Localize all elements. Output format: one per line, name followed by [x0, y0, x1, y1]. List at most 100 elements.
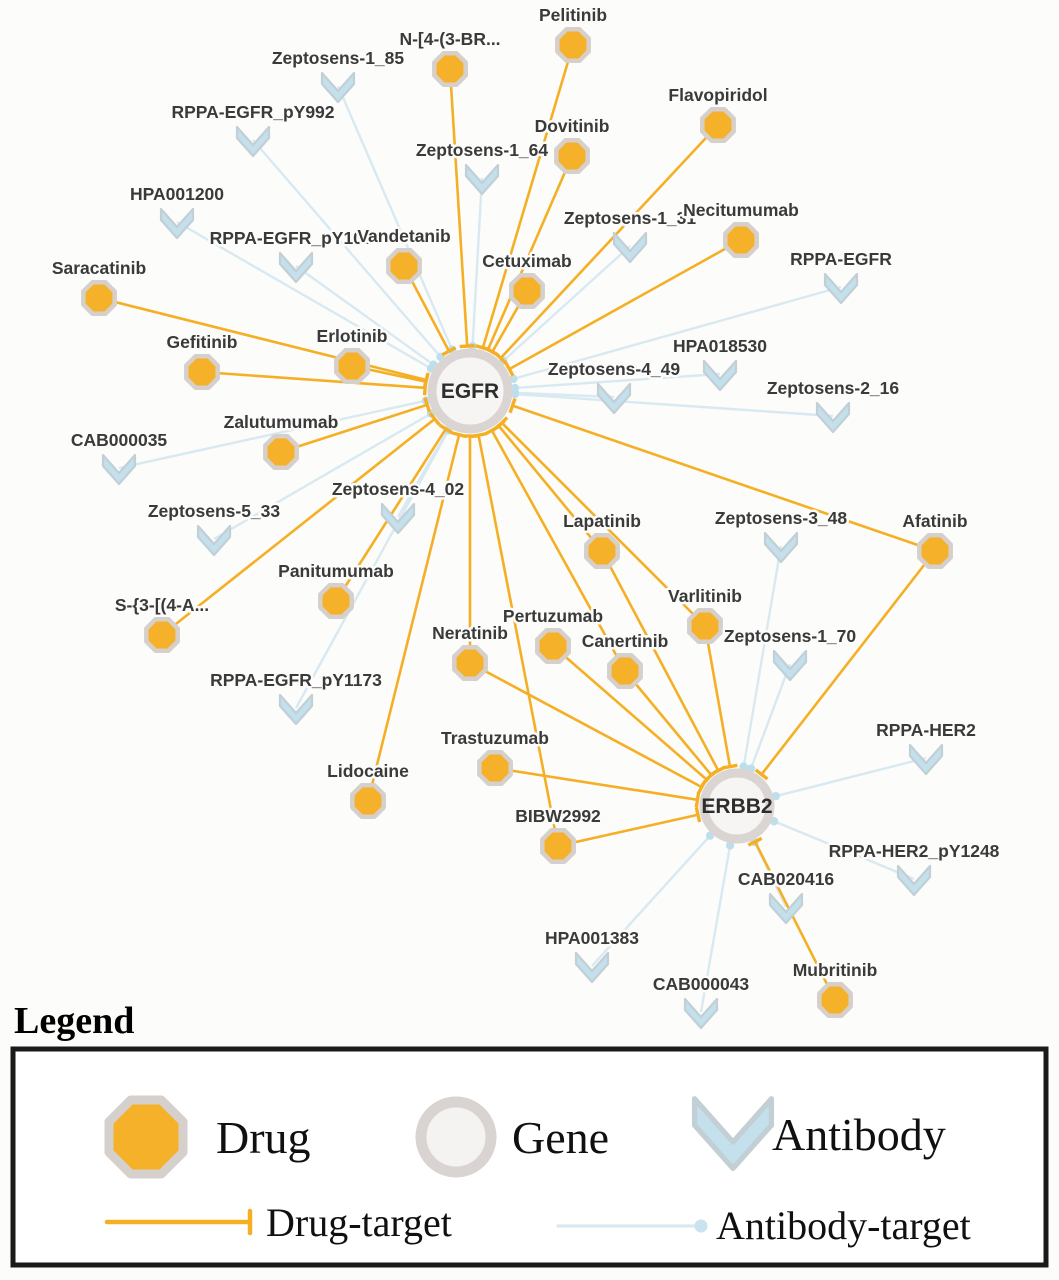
antibody-target-edge — [773, 820, 915, 881]
drug-label-trastuzumab: Trastuzumab — [441, 728, 549, 748]
antibody-target-edge — [513, 285, 842, 381]
drug-node-canertinib — [607, 653, 643, 689]
drug-target-edge-tee — [441, 346, 457, 357]
drug-target-edge — [481, 44, 575, 349]
drug-target-edge — [280, 403, 428, 454]
drug-node-panitumumab — [318, 583, 354, 619]
drug-node-neratinib — [452, 645, 488, 681]
antibody-label-rppa-egfr_py1173: RPPA-EGFR_pY1173 — [210, 670, 382, 690]
legend-gene-label: Gene — [512, 1112, 609, 1163]
drug-node-vandetanib — [386, 248, 422, 284]
drug-target-edge-tee — [484, 346, 500, 358]
antibody-target-edge — [118, 399, 427, 470]
antibody-label-hpa001200: HPA001200 — [130, 184, 224, 204]
drug-node-erlotinib — [334, 348, 370, 384]
antibody-target-edge — [591, 834, 712, 967]
drug-target-edge — [486, 155, 574, 351]
drug-target-edge — [512, 404, 936, 553]
legend-antibody-target-dot — [694, 1219, 708, 1233]
drug-target-edge — [490, 429, 627, 672]
drug-node-afatinib — [917, 533, 953, 569]
legend-gene-icon — [415, 1096, 497, 1178]
drug-target-edge-tee — [508, 397, 517, 414]
drug-target-edge — [469, 661, 703, 789]
drug-target-edge-tee — [754, 768, 769, 781]
gene-node-erbb2 — [699, 768, 775, 844]
antibody-node-zeptosens-3_48 — [763, 531, 799, 564]
antibody-node-zeptosens-1_31 — [612, 231, 648, 264]
antibody-label-rppa-her2: RPPA-HER2 — [876, 720, 976, 740]
drug-label-necitumumab: Necitumumab — [683, 200, 799, 220]
drug-target-edge — [98, 296, 427, 382]
drug-label-saracatinib: Saracatinib — [52, 258, 146, 278]
drug-node-necitumumab — [723, 222, 759, 258]
drug-target-edge — [703, 625, 732, 767]
nodes-layer — [81, 27, 953, 1030]
antibody-target-edge-dot — [510, 389, 520, 399]
legend-drug-target-label: Drug-target — [266, 1200, 452, 1245]
drug-target-edge — [623, 670, 713, 777]
legend-title: Legend — [14, 1000, 134, 1042]
drug-node-dovitinib — [554, 138, 590, 174]
antibody-target-edge — [514, 392, 834, 418]
drug-label-gefitinib: Gefitinib — [167, 332, 238, 352]
drug-node-cetuximab — [509, 273, 545, 309]
antibody-node-zeptosens-4_02 — [380, 502, 416, 535]
drug-label-zalutumumab: Zalutumumab — [224, 412, 339, 432]
antibody-node-hpa001200 — [159, 207, 195, 240]
legend-antibody-target-label: Antibody-target — [716, 1203, 971, 1248]
antibody-target-edge — [699, 845, 732, 1013]
drug-label-bibw2992: BIBW2992 — [515, 806, 601, 826]
antibody-label-rppa-her2_py1248: RPPA-HER2_pY1248 — [829, 841, 1000, 861]
drug-node-gefitinib — [184, 354, 220, 390]
drug-target-edge — [161, 417, 436, 637]
drug-node-s3-4a — [144, 617, 180, 653]
antibody-target-edge-dot — [739, 762, 748, 771]
antibody-label-zeptosens-4_49: Zeptosens-4_49 — [548, 359, 681, 379]
antibody-node-hpa001383 — [574, 951, 610, 984]
graph-layer: Zeptosens-1_85RPPA-EGFR_pY992HPA001200RP… — [49, 3, 1002, 1030]
antibody-label-rppa-egfr: RPPA-EGFR — [790, 249, 892, 269]
drug-node-zalutumumab — [263, 434, 299, 470]
antibody-label-zeptosens-1_70: Zeptosens-1_70 — [724, 626, 857, 646]
antibody-label-hpa018530: HPA018530 — [673, 336, 767, 356]
drug-edges-layer — [98, 44, 937, 1001]
antibody-node-rppa-her2 — [908, 743, 944, 776]
antibody-node-zeptosens-1_70 — [772, 649, 808, 682]
antibody-target-edge — [514, 372, 721, 390]
drug-target-edge — [477, 434, 560, 847]
drug-label-lidocaine: Lidocaine — [327, 761, 409, 781]
antibody-node-cab000035 — [101, 453, 137, 486]
antibody-node-rppa-egfr_py1173 — [278, 693, 314, 726]
antibody-label-cab000035: CAB000035 — [71, 430, 168, 450]
drug-target-edge — [494, 766, 698, 802]
antibody-label-zeptosens-1_31: Zeptosens-1_31 — [564, 208, 697, 228]
antibody-target-edge — [471, 177, 484, 347]
drug-target-edge — [497, 424, 604, 552]
antibody-node-cab000043 — [683, 997, 719, 1030]
drug-label-erlotinib: Erlotinib — [317, 326, 388, 346]
drug-target-edge — [760, 550, 937, 776]
drug-label-vandetanib: Vandetanib — [357, 226, 450, 246]
drug-target-edge — [500, 421, 706, 627]
drug-node-trastuzumab — [477, 750, 513, 786]
drug-target-edge-tee — [484, 425, 500, 436]
antibody-node-rppa-egfr — [823, 272, 859, 305]
antibody-target-edge — [295, 265, 435, 366]
gene-label-egfr: EGFR — [441, 380, 499, 403]
drug-label-canertinib: Canertinib — [582, 631, 669, 651]
antibody-label-zeptosens-1_85: Zeptosens-1_85 — [272, 48, 405, 68]
antibody-target-edge — [252, 139, 442, 358]
drug-target-edge-tee — [438, 423, 454, 435]
drug-label-s3-4a: S-{3-[(4-A... — [115, 595, 209, 615]
drug-target-edge-tee — [504, 361, 515, 377]
drug-node-lidocaine — [350, 783, 386, 819]
drug-target-edge — [448, 68, 469, 347]
legend-antibody-icon — [691, 1096, 775, 1172]
drug-target-edge-tee — [694, 792, 701, 808]
antibody-target-edge — [502, 245, 631, 362]
drug-label-n4-3br: N-[4-(3-BR... — [399, 29, 500, 49]
legend-drug-icon — [104, 1095, 188, 1179]
drug-target-edge — [201, 370, 426, 390]
